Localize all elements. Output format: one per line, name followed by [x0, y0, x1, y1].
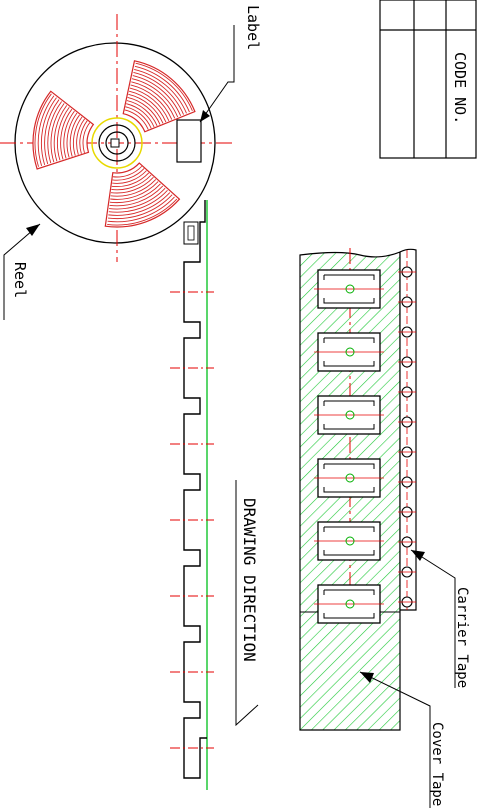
reel-window-arc [109, 187, 166, 210]
reel-window-arc [53, 105, 68, 162]
drawing-direction-text: DRAWING DIRECTION [240, 498, 259, 662]
reel-window-arc [127, 96, 161, 125]
reel-window-arc [73, 116, 83, 156]
reel-window-arc [40, 97, 57, 166]
label-text: Label [244, 5, 262, 50]
reel-window-arc [128, 90, 167, 123]
reel-window-arc [110, 176, 154, 194]
reel-window-arc [112, 170, 147, 184]
reel-window-arc [135, 62, 193, 111]
reel-window-arc [108, 192, 171, 216]
reel-window-arc [126, 100, 158, 127]
reel-window-arc [60, 108, 73, 160]
pocket-hole [345, 599, 355, 609]
hub-ring [91, 117, 143, 169]
reel-window-arc [131, 81, 176, 119]
tape-top-view [299, 248, 417, 731]
carrier-arrowhead [411, 550, 425, 561]
reel-window-arc [134, 65, 190, 113]
pocket [314, 521, 384, 561]
reel-window-arc [112, 165, 143, 178]
pocket [314, 269, 384, 309]
reel-arrowhead [26, 224, 40, 236]
reel-window-arc [82, 122, 91, 153]
reel-window [32, 90, 95, 170]
reel-window-arc [112, 168, 145, 181]
pocket-corner [323, 400, 375, 430]
pocket-hole [345, 347, 355, 357]
reel-window-arc [108, 190, 168, 213]
pocket-hole [345, 284, 355, 294]
pocket [314, 332, 384, 372]
carrier-tape-text: Carrier Tape [454, 587, 470, 688]
reel [0, 14, 236, 320]
pocket-hole [345, 536, 355, 546]
hub-key [110, 138, 120, 148]
reel-window-outline [104, 162, 181, 228]
pocket-corner [323, 463, 375, 493]
reel-window-arc [126, 103, 155, 128]
reel-window-arc [109, 185, 164, 207]
reel-window-arc [56, 106, 70, 161]
code-no-table [379, 0, 477, 159]
reel-window-arc [79, 120, 88, 154]
reel-window-arc [124, 109, 149, 130]
reel-window-arc [69, 114, 80, 157]
reel-window-arc [109, 183, 161, 204]
cover-arrowhead [360, 672, 374, 683]
hub-inner [105, 131, 129, 155]
cover-leader [359, 671, 431, 720]
pocket [314, 584, 384, 624]
code-no-text: CODE NO. [451, 52, 469, 124]
label-box [176, 119, 202, 163]
reel-window-arc [129, 87, 170, 122]
reel-window-arc [131, 78, 179, 118]
reel-window-arc [132, 75, 182, 116]
pocket-corner [323, 526, 375, 556]
reel-window-arc [107, 194, 173, 220]
reel-window-arc [47, 101, 62, 164]
reel-window-arc [110, 179, 157, 197]
label-leader [199, 25, 235, 123]
carrier-leader [410, 549, 456, 585]
reel-window-arc [125, 106, 152, 129]
pocket [314, 395, 384, 435]
pocket-hole [345, 473, 355, 483]
pocket [314, 458, 384, 498]
pocket-corner [323, 337, 375, 367]
reel-window [104, 162, 181, 228]
reel-window-arc [134, 68, 187, 114]
pocket-corner [323, 274, 375, 304]
reel-window-arc [63, 110, 75, 159]
reel-window-arc [107, 196, 175, 223]
reel-window-arc [107, 198, 178, 226]
pocket-corner [323, 589, 375, 619]
hub-outer [98, 124, 136, 162]
reel-window-arc [128, 93, 164, 124]
reel-window-arc [111, 172, 150, 188]
reel-window-arc [110, 181, 159, 200]
carrier-strip [399, 248, 417, 611]
reel-text: Reel [11, 262, 29, 298]
cover-tape-text: Cover Tape [429, 722, 445, 806]
reel-window-arc [133, 72, 184, 115]
reel-window-arc [44, 99, 60, 165]
label-arrowhead [200, 110, 210, 122]
reel-window-arc [34, 93, 52, 167]
reel-window-arc [76, 118, 86, 155]
reel-windows [32, 60, 196, 228]
pocket-hole [345, 410, 355, 420]
reel-window-arc [66, 112, 78, 158]
reel-leader [3, 223, 41, 320]
tape-side-profile [170, 200, 214, 790]
reel-window [122, 60, 196, 133]
reel-window-arc [111, 174, 152, 191]
reel-window-arc [50, 103, 65, 163]
drawing-direction-arrow [235, 480, 259, 727]
reel-window-arc [130, 84, 173, 120]
reel-window-arc [37, 95, 55, 166]
